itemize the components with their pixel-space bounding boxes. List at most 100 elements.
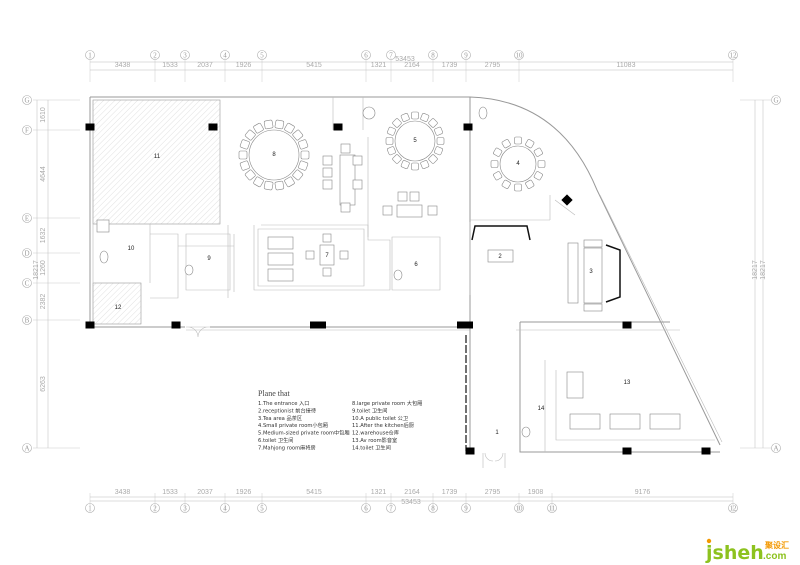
chair bbox=[392, 118, 402, 128]
top-dimension: 5415 bbox=[306, 62, 322, 69]
top-dimension: 2164 bbox=[404, 62, 420, 69]
column bbox=[561, 194, 573, 206]
chair bbox=[493, 147, 503, 157]
kitchen-hatch bbox=[92, 99, 221, 225]
chair bbox=[501, 139, 511, 149]
logo-dot bbox=[706, 538, 712, 544]
right-axis-marker bbox=[771, 443, 781, 453]
left-axis-label: B bbox=[25, 317, 30, 325]
left-total-dimension: 18217 bbox=[33, 260, 40, 280]
chair bbox=[387, 146, 396, 156]
bottom-dimension: 2164 bbox=[404, 489, 420, 496]
legend-title: Plane that bbox=[258, 389, 291, 398]
top-axis-label: 2 bbox=[153, 52, 157, 60]
legend-item: 12.warehouse仓库 bbox=[352, 429, 399, 437]
chair bbox=[352, 155, 363, 166]
chair bbox=[525, 179, 535, 189]
chair bbox=[244, 129, 256, 141]
chair bbox=[387, 126, 396, 136]
left-axis-label: A bbox=[24, 445, 29, 453]
legend-item: 2.receptionist 前台接待 bbox=[258, 406, 316, 414]
chair bbox=[340, 202, 351, 213]
top-dimension: 1321 bbox=[371, 62, 387, 69]
right-axis-label: G bbox=[773, 97, 778, 105]
room-label: 13 bbox=[624, 380, 631, 386]
room-label: 4 bbox=[516, 161, 520, 167]
chair bbox=[322, 167, 333, 178]
bottom-dimension: 2037 bbox=[197, 489, 213, 496]
chair bbox=[322, 179, 333, 190]
chair bbox=[537, 160, 546, 168]
chair bbox=[533, 171, 543, 181]
right-axis-marker bbox=[771, 95, 781, 105]
top-total-dimension: 53453 bbox=[395, 56, 415, 63]
reception-desk bbox=[487, 249, 514, 263]
column bbox=[463, 123, 473, 131]
column bbox=[171, 321, 181, 329]
chair bbox=[490, 160, 499, 168]
chair bbox=[253, 176, 264, 188]
legend-item: 6.toilet 卫生间 bbox=[258, 436, 293, 444]
legend-item: 9.toilet 卫生间 bbox=[352, 406, 387, 414]
chair bbox=[514, 183, 522, 192]
sofa bbox=[609, 413, 641, 430]
chair bbox=[583, 239, 603, 248]
chair bbox=[428, 154, 438, 164]
chair bbox=[238, 150, 248, 160]
sofa bbox=[267, 268, 294, 282]
chair bbox=[305, 250, 315, 260]
bottom-dimension: 1908 bbox=[528, 489, 544, 496]
chair bbox=[427, 205, 438, 216]
column bbox=[622, 321, 632, 329]
chair bbox=[525, 139, 535, 149]
chair bbox=[434, 126, 443, 136]
column bbox=[622, 447, 632, 455]
column bbox=[208, 123, 218, 131]
chair bbox=[411, 162, 419, 171]
chair bbox=[420, 113, 430, 122]
bottom-dimension: 5415 bbox=[306, 489, 322, 496]
top-axis-label: 12 bbox=[730, 52, 738, 60]
top-axis-label: 8 bbox=[431, 52, 435, 60]
legend-item: 8.large private room 大包厢 bbox=[352, 399, 422, 407]
legend-item: 7.Mahjong room麻将房 bbox=[258, 443, 316, 451]
room-label: 10 bbox=[128, 246, 135, 252]
legend-item: 11.After the kitchen后厨 bbox=[352, 421, 414, 429]
top-axis-label: 7 bbox=[389, 52, 393, 60]
legend: Plane that 1.The entrance 入口2.receptioni… bbox=[258, 389, 422, 451]
room-label: 14 bbox=[538, 406, 545, 412]
legend-item: 14.toilet 卫生间 bbox=[352, 443, 391, 451]
top-dimension: 1739 bbox=[442, 62, 458, 69]
left-axis-marker bbox=[22, 125, 32, 135]
toilet bbox=[99, 250, 109, 264]
logo: jsheh 聚设汇 .com bbox=[705, 538, 789, 564]
top-axis-label: 9 bbox=[464, 52, 468, 60]
chair bbox=[284, 122, 295, 134]
top-dimension: 2795 bbox=[485, 62, 501, 69]
chair bbox=[583, 303, 603, 312]
round-table bbox=[499, 145, 537, 183]
top-dimension: 1926 bbox=[236, 62, 252, 69]
column bbox=[310, 321, 326, 329]
legend-item: 13.Av room影音室 bbox=[352, 436, 397, 444]
column bbox=[85, 321, 95, 329]
top-dimension: 2037 bbox=[197, 62, 213, 69]
av-cabinet bbox=[566, 371, 584, 399]
left-axis-label: E bbox=[25, 215, 29, 223]
chair bbox=[420, 160, 430, 169]
chair bbox=[409, 191, 420, 202]
chair bbox=[434, 146, 443, 156]
left-dimension: 1632 bbox=[40, 228, 47, 244]
chair bbox=[340, 143, 351, 154]
column bbox=[701, 447, 711, 455]
table bbox=[396, 204, 423, 218]
left-axis-marker bbox=[22, 278, 32, 288]
bottom-dimension: 3438 bbox=[115, 489, 131, 496]
top-dimension: 1533 bbox=[162, 62, 178, 69]
chair bbox=[322, 155, 333, 166]
chair bbox=[322, 267, 332, 277]
left-axis-marker bbox=[22, 213, 32, 223]
